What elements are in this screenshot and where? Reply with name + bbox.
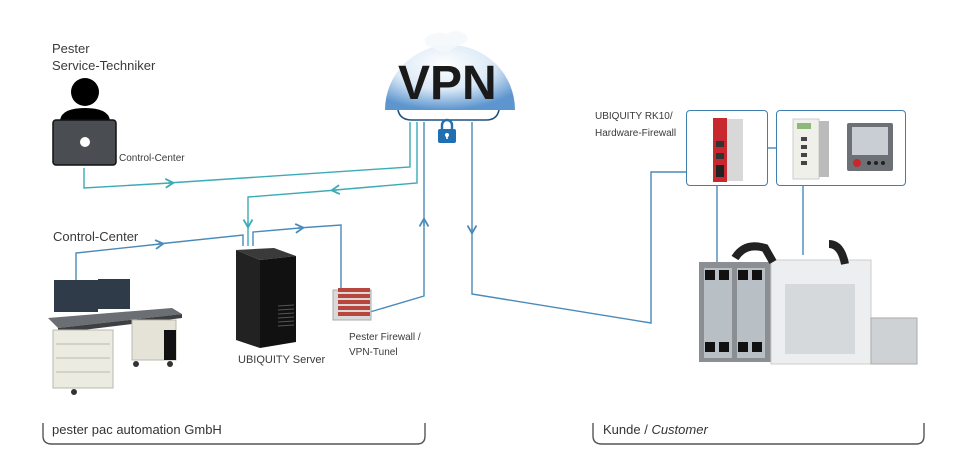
- rk10-firewall-icon: [713, 118, 743, 182]
- pester-firewall-label-line2: VPN-Tunel: [349, 347, 398, 358]
- customer-firewall-label-line1: UBIQUITY RK10/: [595, 111, 673, 122]
- right-group-label: Kunde / Customer: [603, 422, 708, 437]
- pester-firewall-label-line1: Pester Firewall /: [349, 332, 421, 343]
- server-label: UBIQUITY Server: [238, 354, 326, 366]
- vpn-globe-icon: [385, 31, 515, 110]
- left-group-brace: [42, 423, 426, 445]
- server-icon: [236, 248, 296, 348]
- line-server-to-firewall: [252, 223, 306, 246]
- lock-icon: [438, 118, 456, 143]
- technician-laptop-icon: [52, 78, 117, 166]
- right-group-brace: [592, 423, 925, 445]
- pester-firewall-icon: [332, 288, 372, 321]
- line-technician-to-vpn: [83, 168, 176, 189]
- line-technician-to-vpn-b: [167, 122, 411, 184]
- control-center-desk-icon: [48, 279, 182, 395]
- plc-hmi-icon: [792, 118, 893, 180]
- plc-hmi-device-box: [776, 110, 906, 186]
- left-group-label: pester pac automation GmbH: [52, 422, 222, 437]
- technician-title-line2: Service-Techniker: [52, 58, 156, 73]
- line-firewall-to-vpn: [369, 216, 430, 313]
- control-center-label: Control-Center: [53, 229, 139, 244]
- right-group-label-italic: Customer: [651, 422, 708, 437]
- line-vpn-to-server-b: [242, 189, 338, 230]
- customer-firewall-label-line2: Hardware-Firewall: [595, 128, 677, 139]
- technician-laptop-label: Control-Center: [119, 153, 185, 164]
- right-group-label-plain: Kunde /: [603, 422, 652, 437]
- rk10-device-box: [686, 110, 768, 186]
- line-controlcenter-to-server: [75, 239, 166, 282]
- customer-machine-icon: [699, 240, 918, 365]
- technician-title-line1: Pester: [52, 41, 90, 56]
- line-vpn-to-server: [329, 122, 418, 195]
- vpn-label: VPN: [398, 57, 497, 110]
